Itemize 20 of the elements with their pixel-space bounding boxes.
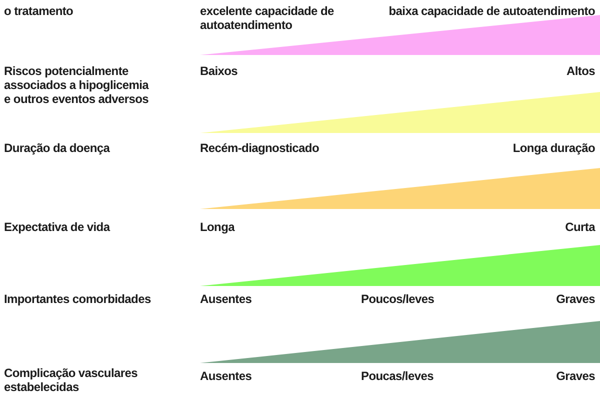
row-label: Expectativa de vida <box>4 220 112 234</box>
scale-label: Baixos <box>200 64 238 78</box>
scale-label: Poucos/leves <box>361 292 434 306</box>
scale-label: Graves <box>556 292 595 306</box>
row-label: o tratamento <box>4 4 74 18</box>
scale-label: Graves <box>556 369 595 383</box>
scale-label: Recém-diagnosticado <box>200 141 319 155</box>
scale-label: Ausentes <box>200 369 252 383</box>
scale-label: Longa <box>200 220 234 234</box>
scale-label: Ausentes <box>200 292 252 306</box>
scale-label: Longa duração <box>512 141 595 155</box>
row-label: Importantes comorbidades <box>4 292 152 306</box>
scale-label: Poucas/leves <box>361 369 434 383</box>
row-label: Complicação vasculares estabelecidas <box>4 366 138 394</box>
scale-label: excelente capacidade de autoatendimento <box>200 4 335 32</box>
row-label: Riscos potencialmente associados a hipoglicemia e outros eventos adversos <box>4 64 150 106</box>
scale-label: baixa capacidade de autoatendimento <box>388 4 595 18</box>
scale-label: Curta <box>565 220 595 234</box>
row-label: Duração da doença <box>4 141 111 155</box>
scale-label: Altos <box>566 64 595 78</box>
